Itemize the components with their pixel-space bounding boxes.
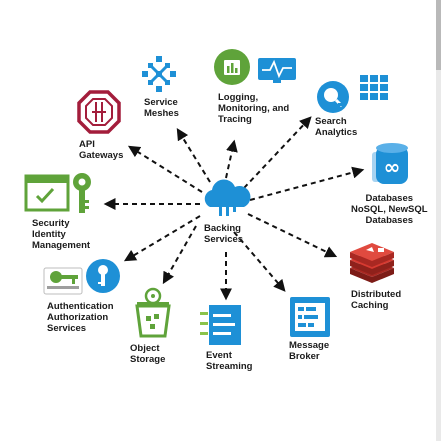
object-storage-icon bbox=[135, 287, 171, 338]
api-gateway-icon bbox=[77, 90, 121, 134]
svg-text:∞: ∞ bbox=[384, 155, 401, 179]
event-streaming-icon bbox=[200, 305, 241, 345]
arrow-to-search bbox=[243, 116, 312, 189]
arrow-to-gateways bbox=[127, 145, 203, 193]
key-auth-icon bbox=[43, 259, 120, 295]
databases-label: Databases NoSQL, NewSQL Databases bbox=[351, 193, 428, 226]
message-broker-icon bbox=[290, 297, 330, 337]
arrow-to-storage bbox=[162, 225, 197, 285]
logging-label: Logging, Monitoring, and Tracing bbox=[218, 92, 290, 125]
scrollbar-thumb[interactable] bbox=[436, 0, 441, 70]
arrow-to-service-meshes bbox=[176, 127, 211, 183]
search-analytics-icon bbox=[317, 75, 388, 113]
cloud-icon bbox=[204, 179, 251, 216]
gateways-label: API Gateways bbox=[79, 139, 124, 161]
arrow-to-databases bbox=[249, 166, 365, 201]
authn-label: Authentication Authorization Services bbox=[47, 301, 114, 334]
broker-label: Message Broker bbox=[289, 340, 330, 362]
database-icon: ∞ bbox=[372, 143, 408, 184]
center-label: Backing Services bbox=[204, 223, 244, 245]
arrow-to-logging bbox=[225, 139, 238, 179]
service-mesh-icon bbox=[142, 56, 176, 92]
connector-arrows bbox=[103, 116, 365, 301]
service-meshes-label: Service Meshes bbox=[144, 97, 179, 119]
scrollbar-track[interactable] bbox=[436, 0, 441, 441]
redis-icon bbox=[350, 243, 394, 283]
arrow-to-broker bbox=[233, 231, 286, 292]
search-label: Search Analytics bbox=[315, 116, 358, 138]
security-label: Security Identity Management bbox=[32, 218, 91, 251]
caching-label: Distributed Caching bbox=[351, 289, 402, 311]
monitoring-icon bbox=[214, 49, 296, 85]
arrow-to-caching bbox=[247, 213, 338, 258]
certificate-key-icon bbox=[24, 173, 91, 213]
streaming-label: Event Streaming bbox=[206, 350, 253, 372]
storage-label: Object Storage bbox=[130, 343, 166, 365]
